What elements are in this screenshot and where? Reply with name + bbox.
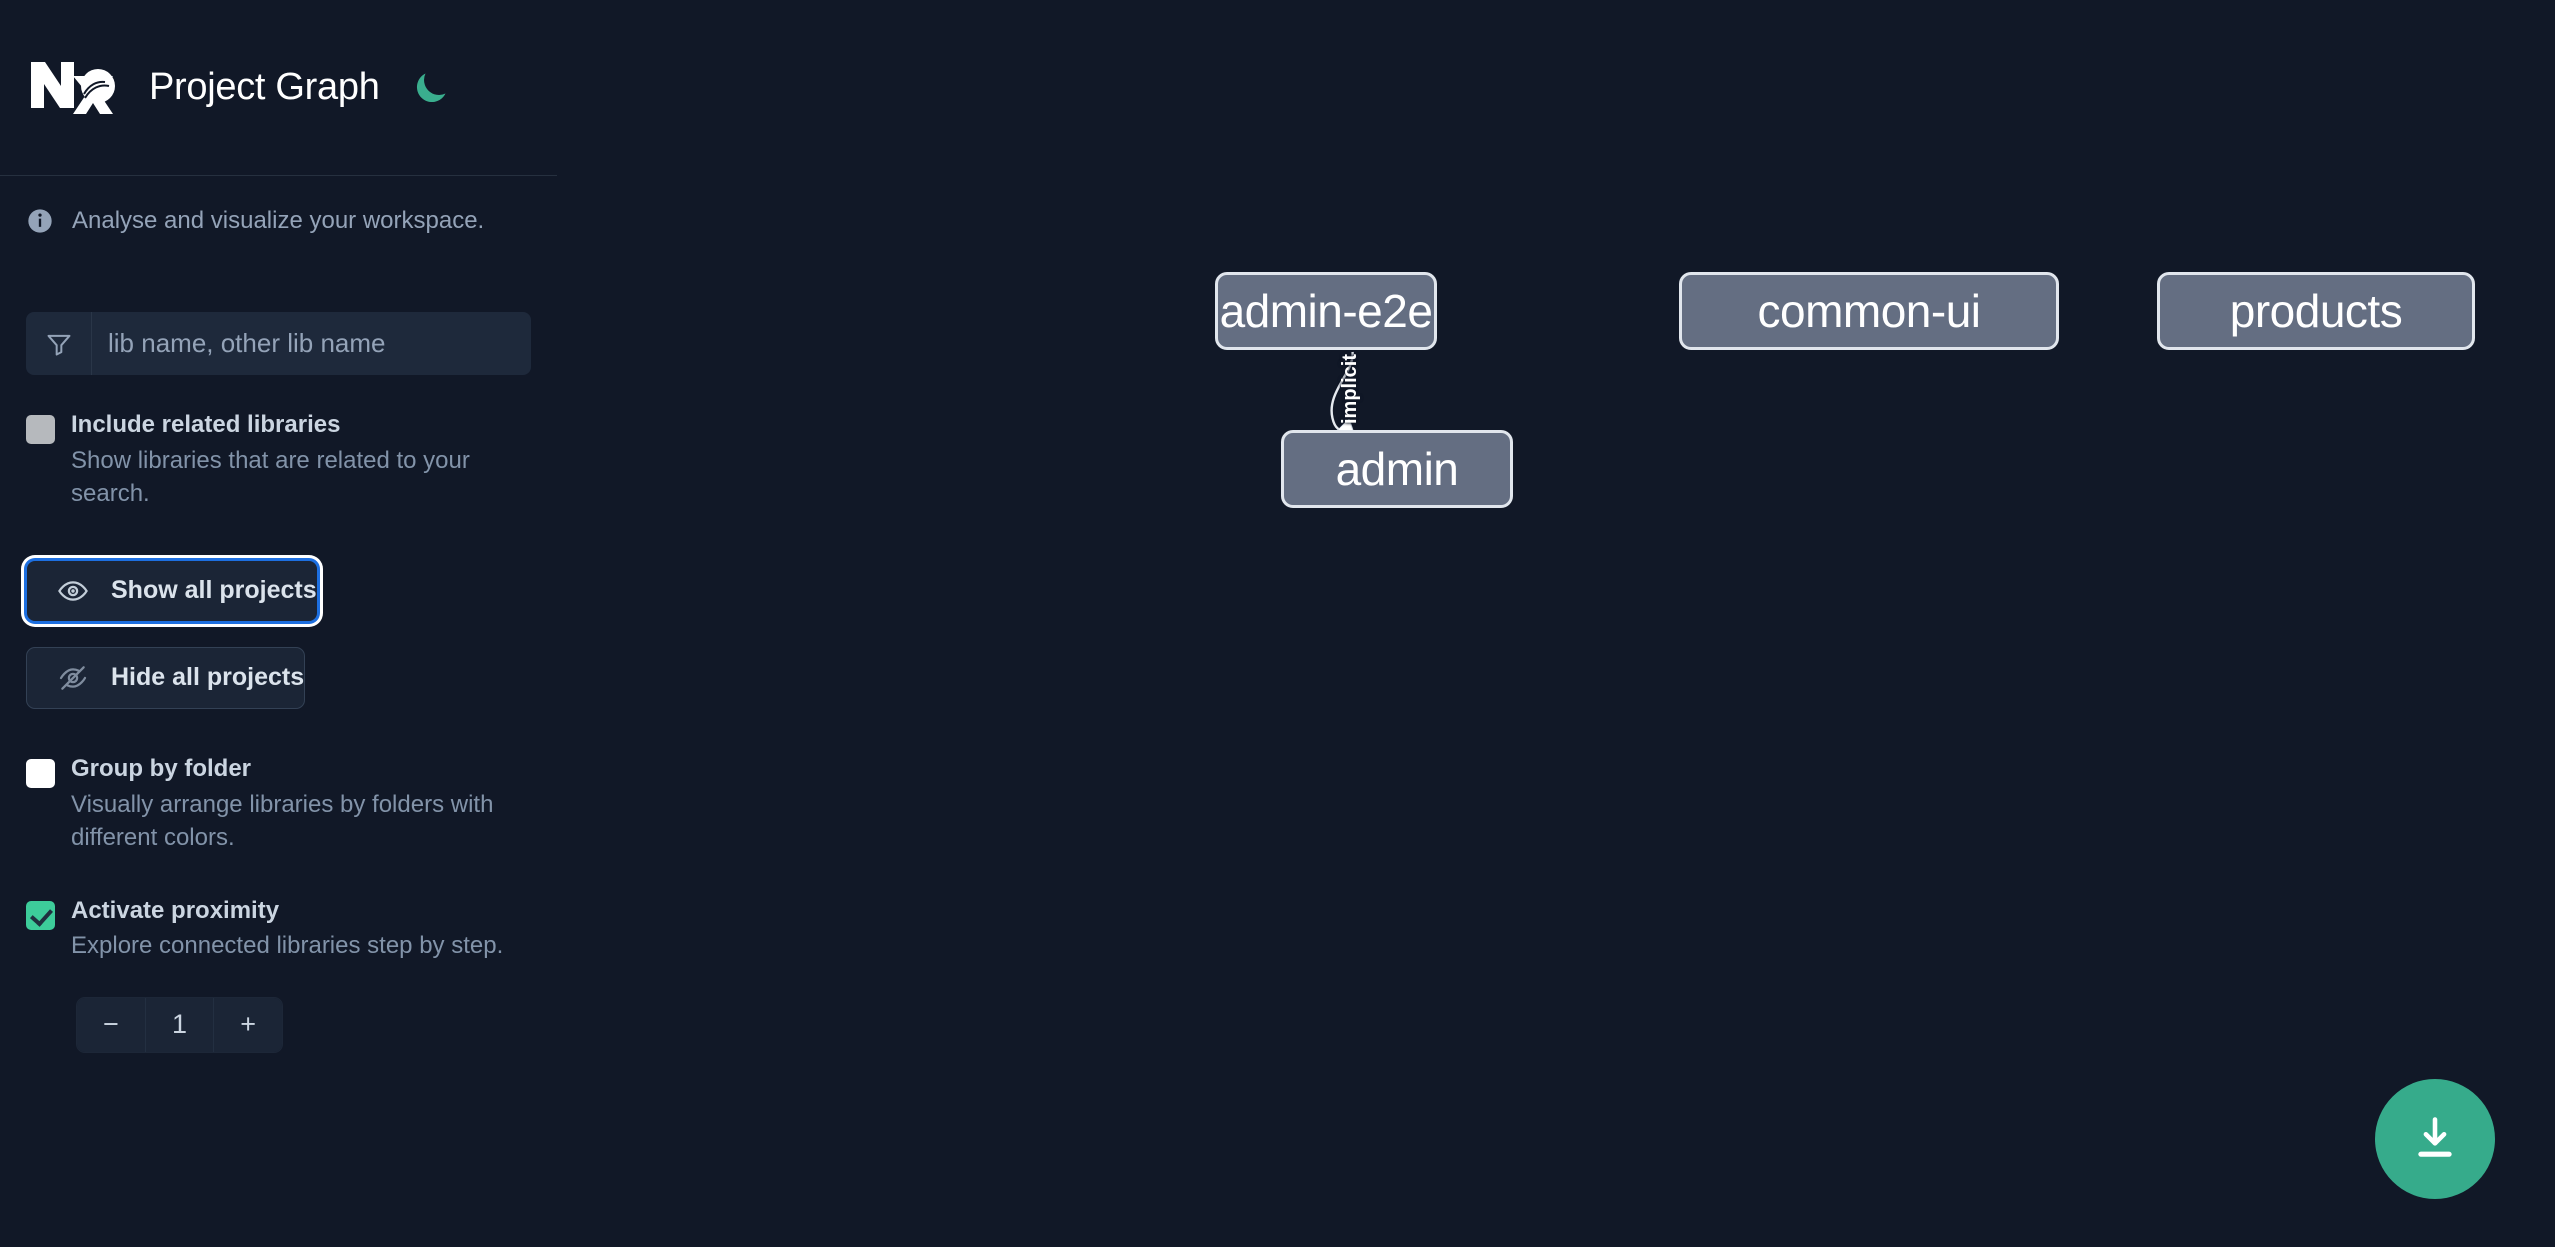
graph-node-label: admin-e2e (1219, 285, 1433, 337)
option-description: Explore connected libraries step by step… (71, 932, 504, 960)
download-graph-button[interactable] (2375, 1079, 2495, 1199)
stepper-value: 1 (144, 997, 215, 1052)
download-icon (2418, 1117, 2452, 1157)
search-input[interactable] (92, 312, 531, 375)
option-text: Group by folder Visually arrange librari… (71, 753, 531, 854)
stepper-decrement-button[interactable]: − (77, 997, 145, 1052)
nx-logo-icon (27, 56, 125, 120)
eye-icon (57, 575, 89, 607)
show-all-projects-label: Show all projects (111, 576, 317, 605)
graph-node-label: admin (1335, 443, 1459, 495)
hide-all-projects-label: Hide all projects (111, 663, 305, 692)
checkbox-activate-proximity[interactable] (26, 900, 55, 930)
option-label: Include related libraries (71, 411, 341, 438)
info-icon (26, 207, 54, 235)
graph-edges (1330, 351, 2555, 1247)
tagline: Analyse and visualize your workspace. (26, 176, 531, 266)
graph-node-admin-e2e[interactable]: admin-e2e (1215, 272, 1437, 350)
hide-all-projects-button[interactable]: Hide all projects (26, 646, 306, 709)
stepper-increment-button[interactable]: + (214, 997, 282, 1052)
option-description: Visually arrange libraries by folders wi… (71, 790, 494, 851)
moon-icon[interactable] (408, 65, 454, 111)
option-text: Include related libraries Show libraries… (71, 409, 531, 510)
option-include-related-libraries: Include related libraries Show libraries… (26, 409, 531, 510)
sidebar-body: Analyse and visualize your workspace. In… (0, 176, 557, 1053)
show-all-projects-button[interactable]: Show all projects (26, 559, 318, 622)
option-group-by-folder: Group by folder Visually arrange librari… (26, 753, 531, 854)
option-text: Activate proximity Explore connected lib… (71, 895, 531, 963)
edge-label-implicit-admin: implicit (1339, 353, 1361, 424)
option-label: Activate proximity (71, 896, 280, 924)
graph-node-label: common-ui (1757, 285, 1981, 337)
graph-canvas[interactable]: implicit implicit admin-e2e common-ui pr… (557, 0, 2555, 1247)
graph-node-admin[interactable]: admin (1281, 430, 1513, 508)
graph-node-label: products (2229, 285, 2403, 337)
sidebar: Project Graph Analyse and visualize your… (0, 0, 557, 1247)
filter-funnel-icon (26, 312, 92, 375)
tagline-text: Analyse and visualize your workspace. (72, 207, 485, 234)
moon-icon-glyph (416, 73, 446, 102)
proximity-stepper: − 1 + (76, 996, 283, 1053)
graph-node-products[interactable]: products (2157, 272, 2475, 350)
checkbox-include-related-libraries[interactable] (26, 415, 55, 444)
graph-node-common-ui[interactable]: common-ui (1679, 272, 2059, 350)
search-field[interactable] (26, 312, 531, 375)
page-title: Project Graph (149, 66, 380, 108)
option-description: Show libraries that are related to your … (71, 446, 470, 507)
option-activate-proximity: Activate proximity Explore connected lib… (26, 895, 531, 963)
checkbox-group-by-folder[interactable] (26, 758, 55, 788)
eye-off-icon (57, 662, 89, 694)
option-label: Group by folder (71, 754, 251, 782)
sidebar-header: Project Graph (0, 0, 557, 176)
